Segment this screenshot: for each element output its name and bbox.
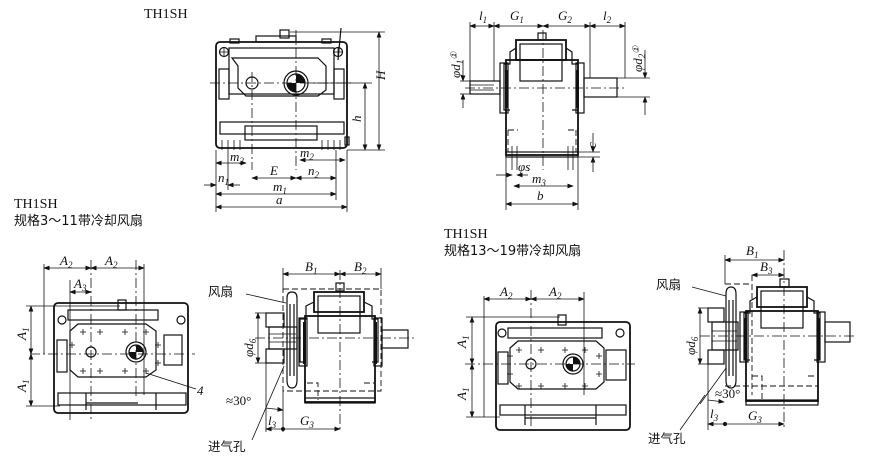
title-mid-left: TH1SH 规格3～11带冷却风扇 — [14, 196, 143, 230]
dim-G2: G2 — [558, 8, 572, 25]
dim-G1: G1 — [510, 8, 524, 25]
front-view-fan-3-11: A2 A2 A3 A1 A1 4 — [14, 253, 204, 420]
label-angle-30-2: ≈30° — [715, 386, 740, 401]
side-view-fan-3-11: B1 B2 φd6 风扇 ≈30° l3 G3 进气孔 — [208, 259, 415, 454]
label-angle-30: ≈30° — [226, 393, 251, 408]
dim-E: E — [269, 163, 278, 178]
breather-plug — [279, 29, 290, 39]
title-mid-right-model: TH1SH — [444, 227, 488, 242]
label-air-inlet: 进气孔 — [208, 439, 246, 454]
callout-4: 4 — [197, 383, 204, 398]
dim-A3: A3 — [73, 276, 87, 293]
front-view-fan-13-19: A2 A2 A1 A1 — [454, 284, 635, 431]
dim-m1: m1 — [273, 179, 287, 196]
title-mid-left-spec: 规格3～11带冷却风扇 — [14, 214, 143, 229]
dim-H: H — [373, 70, 388, 81]
fan-blade — [286, 291, 298, 389]
title-mid-right: TH1SH 规格13～19带冷却风扇 — [444, 226, 581, 260]
dim-A2-right-2: A2 — [548, 284, 562, 301]
dim-m2-left: m2 — [230, 149, 244, 166]
title-mid-left-model: TH1SH — [14, 197, 58, 212]
dim-A1-upper-2: A1 — [454, 336, 471, 349]
side-view-fan-13-19: B1 B3 φd6 风扇 ≈30° l3 G3 进气孔 — [648, 243, 855, 446]
dim-A2-right: A2 — [104, 253, 118, 270]
dim-B1: B1 — [305, 259, 317, 276]
dim-phi-d1: φd1① — [448, 51, 465, 78]
dim-l1: l1 — [479, 8, 487, 25]
dim-l2: l2 — [603, 8, 612, 25]
dim-A1-upper: A1 — [14, 328, 31, 341]
dim-h: h — [349, 116, 364, 123]
dim-phi-d2: φd2① — [630, 45, 647, 72]
dim-n1: n1 — [218, 170, 229, 187]
dim-B2: B2 — [354, 259, 367, 276]
side-view-top: l1 G1 G2 l2 φd1① φd2① c φs m3 b — [448, 8, 650, 210]
dim-phi-d6-2: φd6 — [683, 336, 700, 355]
fan-blade-2 — [725, 286, 737, 389]
dim-A1-lower-2: A1 — [454, 388, 471, 401]
dim-a: a — [276, 192, 283, 207]
dim-B3: B3 — [760, 259, 773, 276]
dim-G3-2: G3 — [748, 408, 762, 425]
dim-G3: G3 — [300, 413, 314, 430]
dim-l3-2: l3 — [710, 406, 719, 423]
front-view-top: H h m2 m2 E n2 n1 m1 a — [204, 27, 388, 212]
label-fan: 风扇 — [208, 284, 233, 299]
dim-A1-lower: A1 — [14, 380, 31, 393]
dim-phi-d6: φd6 — [241, 338, 258, 357]
dim-m3: m3 — [532, 171, 546, 188]
label-air-inlet-2: 进气孔 — [648, 431, 686, 446]
dim-b: b — [537, 188, 544, 203]
dim-c: c — [584, 142, 599, 148]
dim-n2: n2 — [308, 163, 320, 180]
dim-A2-left: A2 — [59, 253, 73, 270]
dim-m2-right: m2 — [300, 145, 314, 162]
dim-B1-2: B1 — [746, 243, 758, 260]
title-top-left: TH1SH — [144, 7, 188, 22]
label-fan-2: 风扇 — [656, 277, 681, 292]
title-mid-right-spec: 规格13～19带冷却风扇 — [444, 244, 582, 259]
dim-l3: l3 — [268, 413, 277, 430]
dim-A2-left-2: A2 — [499, 284, 513, 301]
dim-phi-s: φs — [518, 159, 530, 174]
